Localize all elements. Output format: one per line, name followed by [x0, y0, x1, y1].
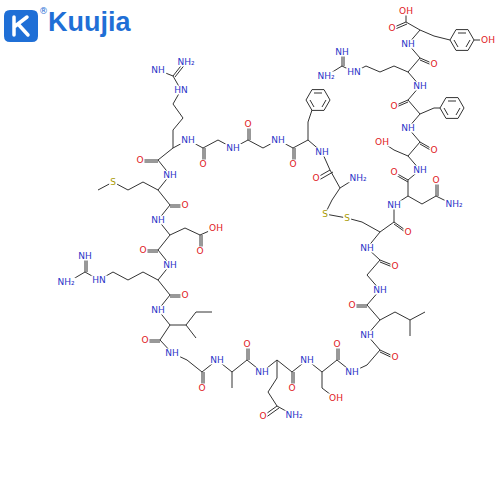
- atom-label: OH: [374, 138, 390, 147]
- atom-label: NH: [162, 261, 178, 270]
- atom-label: NH₂: [284, 411, 303, 420]
- atom-label: O: [180, 201, 189, 210]
- atom-label: O: [288, 160, 297, 169]
- bond-lines: [68, 11, 488, 418]
- atom-label: O: [390, 353, 399, 362]
- atom-label: O: [198, 160, 207, 169]
- atom-label: HN: [173, 86, 189, 95]
- atom-label: O: [403, 228, 412, 237]
- atom-label: O: [311, 174, 320, 183]
- atom-label: O: [197, 384, 206, 393]
- atom-label: NH: [359, 331, 375, 340]
- atom-label: NH₂: [316, 72, 335, 81]
- atom-label: S: [109, 178, 117, 187]
- atom-label: O: [429, 60, 438, 69]
- atom-label: NH: [400, 40, 416, 49]
- atom-label: NH₂: [348, 174, 367, 183]
- atom-label: NH: [412, 166, 428, 175]
- atom-label: O: [180, 291, 189, 300]
- atom-label: NH: [254, 368, 270, 377]
- atom-label: OH: [480, 36, 496, 45]
- atom-label: NH: [225, 144, 241, 153]
- atom-label: HN: [346, 68, 362, 77]
- atom-label: O: [195, 247, 204, 256]
- atom-label: NH: [180, 136, 196, 145]
- atom-label: OH: [208, 224, 224, 233]
- atom-label: OH: [328, 394, 344, 403]
- atom-label: NH: [412, 82, 428, 91]
- atom-label: O: [243, 120, 252, 129]
- atom-label: NH: [77, 252, 93, 261]
- atom-label: O: [429, 146, 438, 155]
- atom-label: NH: [359, 244, 375, 253]
- atom-label: NH: [299, 356, 315, 365]
- atom-label: OH: [398, 7, 414, 16]
- atom-label: NH₂: [444, 200, 463, 209]
- brand-name: Kuujia: [48, 9, 131, 36]
- atom-label: NH: [150, 66, 166, 75]
- atom-label: NH₂: [56, 278, 75, 287]
- atom-label: NH: [162, 171, 178, 180]
- atom-label: O: [138, 246, 147, 255]
- atom-label: O: [242, 340, 251, 349]
- atom-label: NH: [372, 286, 388, 295]
- registered-mark: ®: [39, 7, 48, 16]
- atom-label: O: [135, 156, 144, 165]
- kuujia-logo-icon: [4, 10, 38, 42]
- atom-label: O: [431, 176, 440, 185]
- atom-label: O: [390, 262, 399, 271]
- atom-label: O: [258, 412, 267, 421]
- atom-label: O: [287, 384, 296, 393]
- atom-label: NH: [314, 148, 330, 157]
- atom-label: O: [140, 336, 149, 345]
- atom-label: NH₂: [176, 58, 195, 67]
- atom-label: NH: [209, 356, 225, 365]
- atom-label: O: [389, 102, 398, 111]
- atom-label: NH: [334, 48, 350, 57]
- atom-label: O: [389, 168, 398, 177]
- atom-label: O: [332, 340, 341, 349]
- atom-label: NH: [150, 306, 166, 315]
- atom-label: NH: [344, 368, 360, 377]
- atom-label: S: [321, 210, 329, 219]
- atom-label: NH: [386, 201, 402, 210]
- atom-label: O: [347, 301, 356, 310]
- atom-label: S: [343, 214, 351, 223]
- atom-label: NH: [400, 124, 416, 133]
- atom-label: NH: [270, 136, 286, 145]
- atom-label: HN: [91, 276, 107, 285]
- atom-label: O: [387, 24, 396, 33]
- atom-label: NH: [164, 349, 180, 358]
- atom-label: NH: [150, 216, 166, 225]
